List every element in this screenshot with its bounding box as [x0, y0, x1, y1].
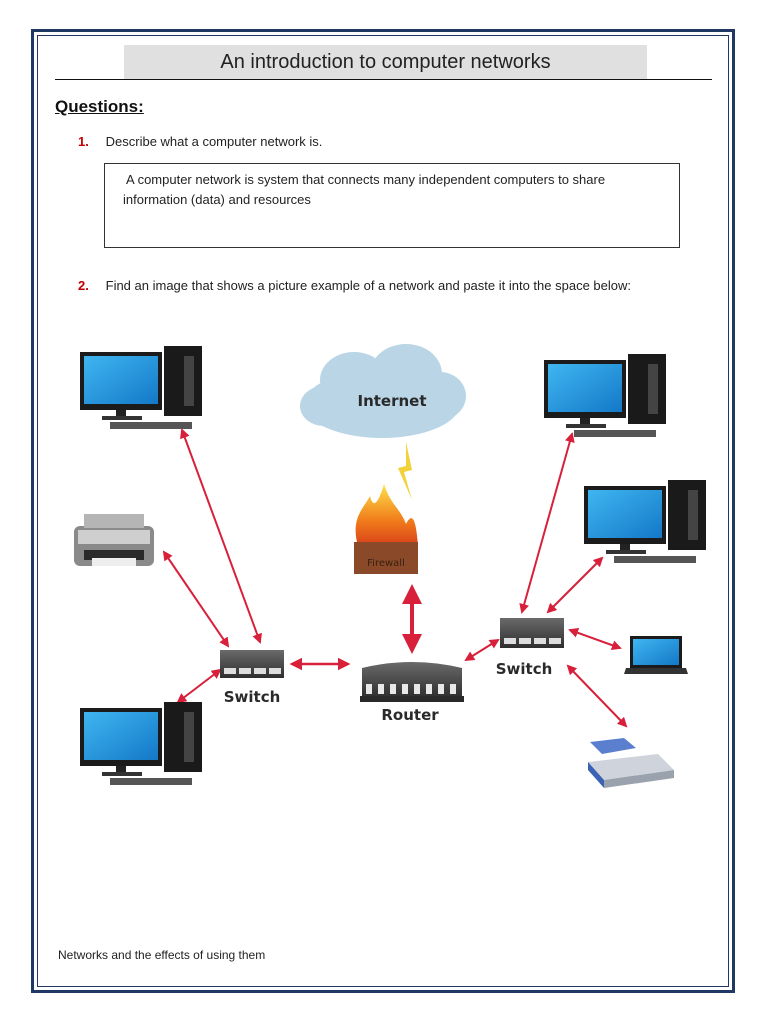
laptop-icon [624, 636, 688, 674]
network-diagram: Switch Internet Firewall [60, 330, 720, 810]
answer-line: A computer network is system that connec… [126, 172, 606, 187]
question-text: Describe what a computer network is. [105, 134, 323, 149]
arrow-printer-switch [162, 550, 230, 648]
switch-label-right: Switch [496, 660, 553, 678]
desktop-computer-icon [80, 702, 202, 785]
connection-arrows [162, 428, 628, 728]
internet-label: Internet [357, 392, 426, 410]
page-border-inner [37, 35, 729, 987]
question-number: 2. [78, 278, 89, 293]
arrow-pc1-switch [180, 428, 262, 644]
question-text: Find an image that shows a picture examp… [105, 278, 631, 293]
question-2: 2. Find an image that shows a picture ex… [78, 278, 631, 293]
network-diagram-svg: Switch Internet Firewall [74, 344, 706, 788]
router-label: Router [381, 706, 439, 724]
questions-heading: Questions: [55, 97, 144, 116]
answer-box[interactable]: A computer network is system that connec… [104, 163, 680, 248]
arrow-router-switch [464, 638, 500, 662]
answer-line: information (data) and resources [123, 192, 311, 207]
question-number: 1. [78, 134, 89, 149]
desktop-computer-icon [80, 346, 202, 429]
desktop-computer-icon [544, 354, 666, 437]
arrow-switch-pc3 [176, 668, 222, 704]
question-1: 1. Describe what a computer network is. [78, 134, 322, 149]
footer-text: Networks and the effects of using them [58, 948, 266, 962]
printer-icon [74, 514, 154, 566]
lightning-bolt-icon [398, 442, 412, 500]
page-title: An introduction to computer networks [220, 51, 551, 73]
arrow-switch-pc5 [546, 556, 604, 614]
title-banner: An introduction to computer networks [124, 45, 647, 79]
switch-label-left: Switch [224, 688, 281, 706]
router-icon [360, 662, 464, 702]
title-divider [55, 79, 712, 80]
scanner-icon [588, 738, 674, 788]
firewall-label: Firewall [367, 558, 405, 569]
firewall-icon [354, 484, 418, 574]
arrow-switch-pc4 [519, 432, 575, 614]
arrow-switch-laptop [568, 628, 622, 650]
arrow-switch-scanner [566, 664, 628, 728]
switch-icon [220, 650, 284, 678]
switch-icon [500, 618, 564, 648]
desktop-computer-icon [584, 480, 706, 563]
page-border [31, 29, 735, 993]
internet-cloud-icon [300, 344, 466, 438]
